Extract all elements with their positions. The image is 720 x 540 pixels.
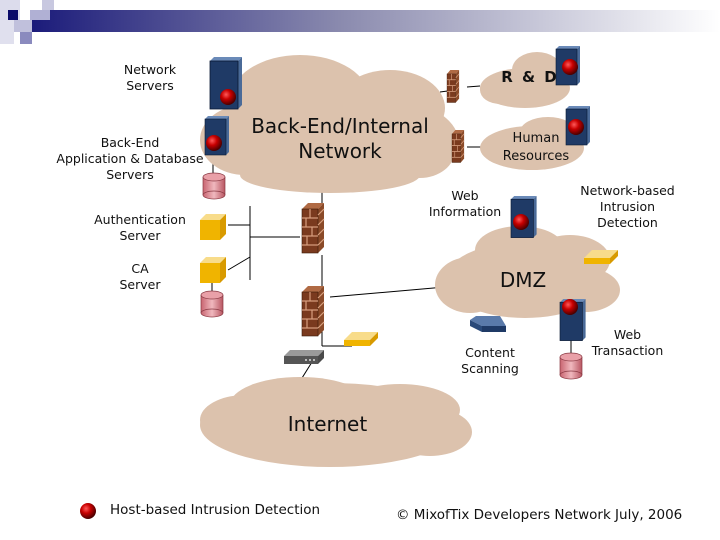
cloud-label-line: Back-End/Internal	[251, 114, 429, 138]
label-line: Transaction	[591, 343, 664, 358]
header-square	[14, 20, 32, 32]
cloud-label-hr: Human Resources	[496, 130, 576, 166]
link-ca-bus	[227, 256, 251, 271]
header-square	[0, 20, 14, 44]
label-line: Web	[613, 327, 642, 342]
header-square	[20, 32, 32, 44]
footer-copyright: © MixofTix Developers Network July, 2006	[396, 507, 683, 523]
cloud-internet	[200, 377, 472, 467]
cloud-label-line: Network	[298, 139, 382, 163]
host-ids-icon	[513, 214, 529, 230]
label-line: CA	[131, 261, 149, 276]
label-ca-server: CA Server	[100, 261, 180, 293]
cloud-rnd	[480, 52, 570, 108]
label-line: Network-based	[580, 183, 675, 198]
label-line: Information	[428, 204, 502, 219]
label-content-scanning: Content Scanning	[450, 345, 530, 377]
label-line: Authentication	[94, 212, 186, 227]
label-line: Back-End	[100, 135, 160, 150]
label-network-ids: Network-based Intrusion Detection	[570, 183, 685, 231]
cloud-label-internet: Internet	[287, 412, 368, 436]
label-line: Application & Database	[56, 151, 204, 166]
cloud-label-backend: Back-End/Internal Network	[240, 114, 440, 164]
header-bar	[0, 0, 720, 44]
cloud-label-line: Resources	[502, 149, 570, 164]
legend-host-ids-icon	[80, 503, 96, 519]
label-line: Server	[119, 277, 161, 292]
link-firewall2-dmz	[329, 286, 446, 298]
ca-database-icon	[200, 290, 224, 318]
authentication-server-icon	[200, 214, 226, 240]
host-ids-icon	[562, 299, 578, 315]
link-fw-rnd	[466, 85, 481, 88]
label-network-servers: Network Servers	[100, 62, 200, 94]
label-web-information: Web Information	[420, 188, 510, 220]
cloud-label-dmz: DMZ	[499, 268, 547, 292]
label-line: Intrusion	[599, 199, 656, 214]
host-ids-icon	[220, 89, 236, 105]
legend-host-ids-label: Host-based Intrusion Detection	[110, 502, 321, 518]
host-ids-icon	[568, 119, 584, 135]
firewall-icon	[451, 129, 465, 163]
network-server	[209, 56, 243, 110]
router-icon	[284, 350, 324, 364]
backend-app-server	[204, 115, 230, 156]
label-authentication-server: Authentication Server	[80, 212, 200, 244]
firewall-icon	[301, 285, 325, 337]
firewall-icon	[301, 202, 325, 254]
label-line: Content	[465, 345, 515, 360]
header-square	[8, 10, 18, 20]
label-web-transaction: Web Transaction	[585, 327, 670, 359]
label-line: Server	[119, 228, 161, 243]
label-backend-app-db: Back-End Application & Database Servers	[50, 135, 210, 183]
header-gradient-bar	[28, 10, 720, 32]
web-transaction-database-icon	[559, 352, 583, 380]
cloud-label-rnd: R & D	[501, 68, 559, 86]
cloud-label-line: Human	[512, 131, 560, 146]
label-line: Detection	[597, 215, 658, 230]
host-ids-icon	[562, 59, 578, 75]
header-square	[42, 0, 54, 10]
network-ids-appliance-icon	[344, 332, 378, 346]
content-scanning-icon	[470, 316, 506, 332]
label-line: Scanning	[461, 361, 519, 376]
label-line: Servers	[106, 167, 154, 182]
label-line: Servers	[126, 78, 174, 93]
host-ids-icon	[206, 135, 222, 151]
label-line: Network	[123, 62, 177, 77]
header-square	[30, 10, 50, 20]
cloud-hr	[480, 117, 584, 170]
firewall-icon	[446, 69, 460, 103]
ca-server-icon	[200, 257, 226, 283]
label-line: Web	[451, 188, 479, 203]
